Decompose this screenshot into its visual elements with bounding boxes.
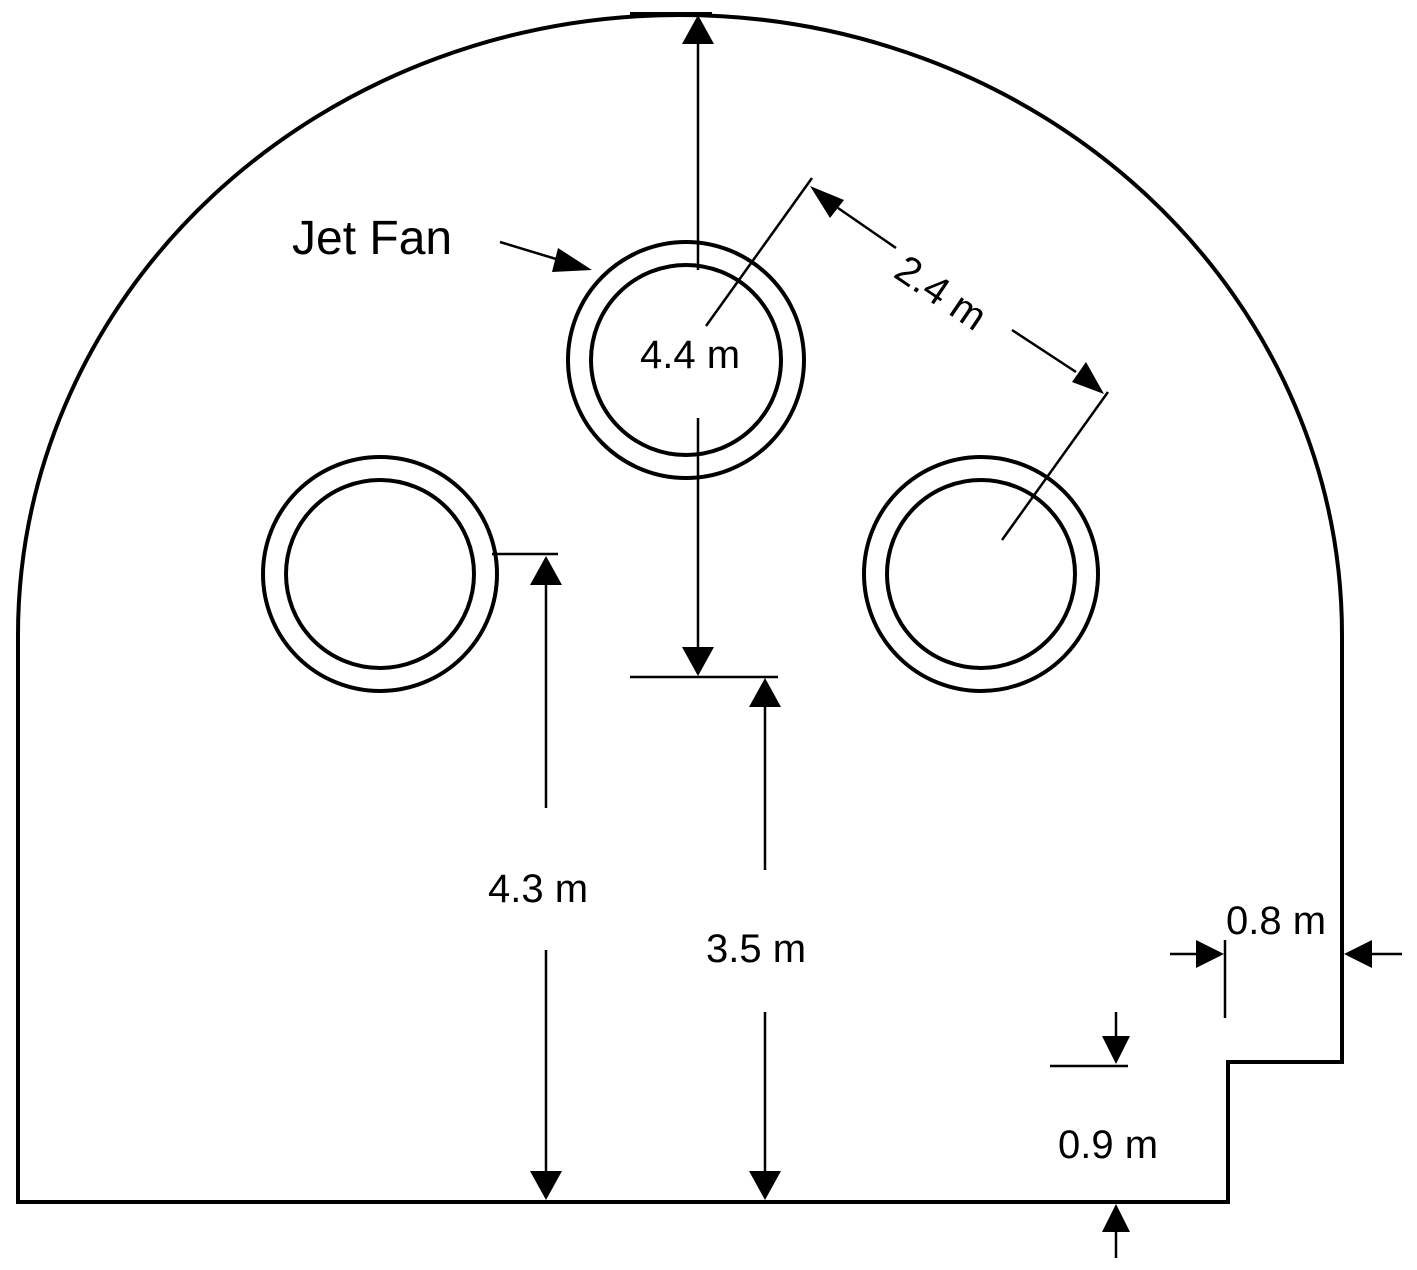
dim-2-4-ext-upper	[704, 177, 814, 327]
dim-4-4-label: 4.4 m	[640, 333, 740, 377]
dim-4-3-arrow-top	[530, 556, 562, 585]
dim-2-4-ext-lower	[1000, 391, 1110, 541]
dim-0-8-arrow-left	[1196, 940, 1224, 968]
dim-2-4-line-upper	[837, 206, 897, 250]
dim-0-9-arrow-top	[1102, 1036, 1130, 1064]
dim-2-4-arrow-lower	[1072, 362, 1104, 394]
jet-fan-label: Jet Fan	[292, 212, 452, 265]
jet-fan-center	[566, 240, 806, 480]
dim-4-3-label: 4.3 m	[488, 867, 588, 911]
dim-0-8-label: 0.8 m	[1226, 899, 1326, 943]
jet-fan-right	[862, 455, 1100, 693]
jet-fan-leader-arrowhead	[552, 248, 592, 272]
dim-0-9-label: 0.9 m	[1058, 1123, 1158, 1167]
dim-0-8-arrow-right	[1344, 940, 1372, 968]
dim-3-5-arrow-bottom	[749, 1171, 781, 1200]
jet-fan-leader-line	[499, 240, 567, 264]
dim-3-5-arrow-top	[749, 678, 781, 707]
tunnel-outline	[16, 13, 1344, 1204]
dim-2-4-arrow-upper	[810, 186, 844, 218]
dim-2-4-line-lower	[1011, 328, 1077, 374]
dim-4-4-arrow-top	[682, 15, 714, 44]
dim-3-5-label: 3.5 m	[706, 927, 806, 971]
dim-4-4-arrow-bottom	[682, 647, 714, 676]
dim-4-3-arrow-bottom	[530, 1171, 562, 1200]
jet-fan-left	[261, 455, 499, 693]
dim-2-4-label: 2.4 m	[887, 247, 995, 339]
dim-0-9-arrow-bottom	[1102, 1204, 1130, 1232]
